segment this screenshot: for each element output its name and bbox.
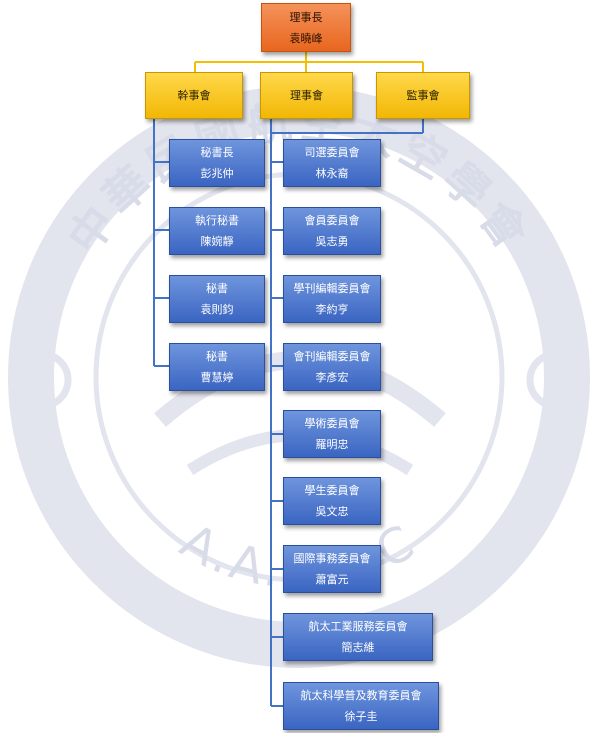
member-name: 徐子圭 (344, 710, 378, 723)
committee-box-academic: 學術委員會 羅明忠 (283, 410, 381, 458)
committee-box-bulletin-editorial: 會刊編輯委員會 李彥宏 (283, 343, 381, 391)
position-title: 秘書 (206, 282, 228, 295)
secretariat-box-secretary-2: 秘書 曹慧婷 (169, 343, 265, 391)
council-label: 幹事會 (177, 89, 211, 102)
committee-title: 學生委員會 (304, 484, 360, 497)
member-name: 曹慧婷 (200, 371, 234, 384)
council-label: 理事會 (290, 89, 323, 102)
council-label: 監事會 (406, 89, 440, 102)
council-to-member-lines (153, 119, 424, 707)
seal-plum-flower-right-icon (526, 350, 586, 410)
member-name: 吳志勇 (315, 235, 349, 248)
seal-plum-flower-left-icon (12, 350, 72, 410)
committee-box-membership: 會員委員會 吳志勇 (283, 207, 381, 255)
member-name: 彭兆仲 (200, 167, 234, 180)
council-box-supervisors: 監事會 (376, 72, 470, 119)
member-name: 陳婉靜 (200, 235, 234, 248)
committee-box-international-affairs: 國際事務委員會 蕭富元 (283, 545, 381, 593)
committee-title: 學刊編輯委員會 (293, 282, 371, 295)
secretariat-box-executive-secretary: 執行秘書 陳婉靜 (169, 207, 265, 255)
position-title: 秘書 (206, 350, 228, 363)
secretariat-box-secretary-1: 秘書 袁則鈞 (169, 275, 265, 323)
chair-to-councils-lines (194, 52, 424, 72)
committee-box-journal-editorial: 學刊編輯委員會 李約亨 (283, 275, 381, 323)
chairman-title: 理事長 (289, 10, 323, 24)
member-name: 袁則鈞 (200, 303, 234, 316)
council-box-board: 理事會 (260, 72, 353, 119)
position-title: 秘書長 (200, 146, 234, 159)
member-name: 李約亨 (315, 303, 349, 316)
position-title: 執行秘書 (195, 214, 239, 227)
committee-box-aerospace-science-education: 航太科學普及教育委員會 徐子圭 (283, 682, 439, 730)
committee-title: 會刊編輯委員會 (293, 350, 371, 363)
committee-title: 學術委員會 (304, 417, 360, 430)
committee-title: 司選委員會 (304, 146, 360, 159)
council-box-executive: 幹事會 (145, 72, 243, 119)
committee-title: 國際事務委員會 (293, 552, 371, 565)
chairman-box: 理事長 袁曉峰 (261, 3, 351, 52)
committee-title: 航太工業服務委員會 (308, 620, 408, 633)
member-name: 李彥宏 (315, 371, 349, 384)
committee-box-aerospace-industry-service: 航太工業服務委員會 簡志維 (283, 613, 433, 661)
committee-box-student: 學生委員會 吳文忠 (283, 477, 381, 525)
secretariat-box-secretary-general: 秘書長 彭兆仲 (169, 139, 265, 187)
committee-box-nomination: 司選委員會 林永裔 (283, 139, 381, 187)
member-name: 吳文忠 (315, 505, 349, 518)
committee-title: 航太科學普及教育委員會 (300, 689, 422, 702)
chairman-name: 袁曉峰 (289, 31, 323, 45)
member-name: 羅明忠 (315, 438, 349, 451)
committee-title: 會員委員會 (304, 214, 360, 227)
member-name: 蕭富元 (315, 573, 349, 586)
member-name: 簡志維 (341, 641, 375, 654)
member-name: 林永裔 (315, 167, 349, 180)
